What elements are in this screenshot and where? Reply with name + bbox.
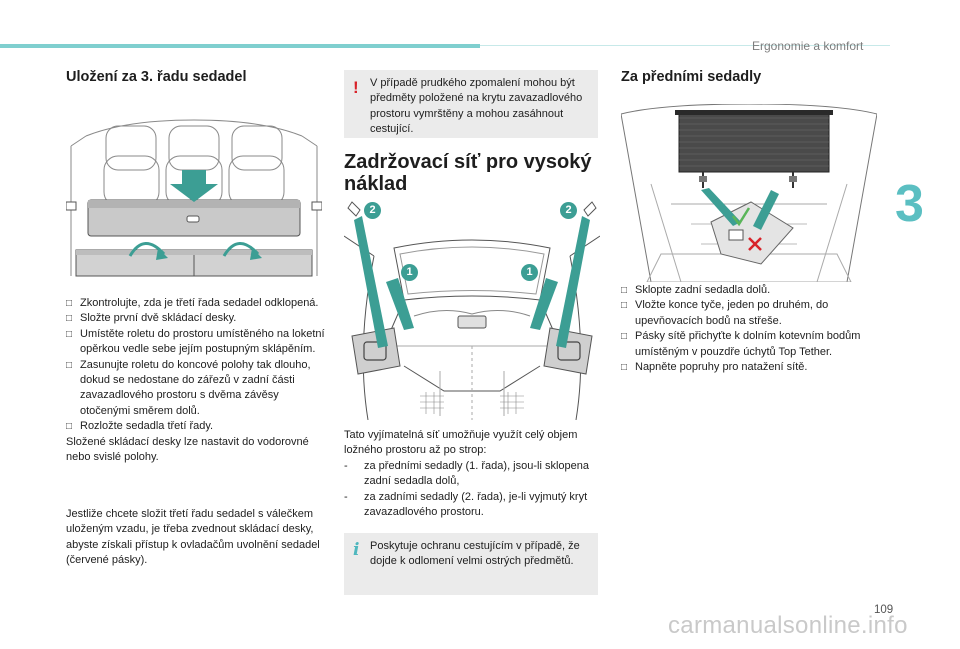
checkbox-bullet-icon: □ — [66, 298, 73, 309]
checkbox-bullet-icon: □ — [621, 300, 628, 312]
left-paragraph: Jestliže chcete složit třetí řadu sedade… — [66, 508, 320, 567]
list-item: □Vložte konce tyče, jeden po druhém, do … — [621, 299, 829, 327]
left-section-title: Uložení za 3. řadu sedadel — [66, 69, 247, 85]
callout-1-left: 1 — [401, 264, 418, 281]
checkbox-bullet-icon: □ — [66, 359, 73, 371]
callout-1-right: 1 — [521, 264, 538, 281]
checkbox-bullet-icon: □ — [621, 285, 628, 296]
list-item: □Rozložte sedadla třetí řady. — [66, 419, 328, 434]
section-label: Ergonomie a komfort — [752, 39, 864, 53]
header-divider — [480, 45, 890, 46]
callout-2-left: 2 — [364, 202, 381, 219]
page-number: 109 — [874, 604, 894, 616]
exclamation-warning-icon: ! — [353, 78, 359, 97]
middle-dash-list: -za předními sedadly (1. řada), jsou-li … — [344, 459, 600, 521]
list-item: □Zkontrolujte, zda je třetí řada sedadel… — [66, 296, 328, 311]
right-steps-list: □Sklopte zadní sedadla dolů. □Vložte kon… — [621, 283, 869, 375]
info-icon: i — [353, 540, 360, 560]
callout-2-right: 2 — [560, 202, 577, 219]
left-steps-list: □Zkontrolujte, zda je třetí řada sedadel… — [66, 296, 328, 465]
net-behind-front-seats-drawing — [621, 104, 877, 282]
cargo-net-illustration: 2 2 1 1 — [344, 196, 600, 420]
list-item: -za zadními sedadly (2. řada), je-li vyj… — [344, 490, 588, 519]
third-row-cover-illustration — [66, 116, 322, 286]
note-item: Složené skládací desky lze nastavit do v… — [66, 435, 309, 464]
middle-intro: Tato vyjímatelná síť umožňuje využít cel… — [344, 429, 578, 457]
header-accent-bar — [0, 44, 480, 48]
warning-box: ! V případě prudkého zpomalení mohou být… — [344, 70, 598, 138]
list-item: □Zasunujte roletu do koncové polohy tak … — [66, 358, 311, 417]
checkbox-bullet-icon: □ — [66, 421, 73, 433]
list-item: □Umístěte roletu do prostoru umístěného … — [66, 327, 325, 356]
checkbox-bullet-icon: □ — [621, 331, 628, 343]
third-row-cover-drawing — [66, 119, 322, 277]
checkbox-bullet-icon: □ — [66, 328, 73, 340]
warning-text: V případě prudkého zpomalení mohou být p… — [370, 77, 583, 136]
cargo-net-drawing — [344, 201, 600, 420]
list-item: □Pásky sítě přichyťte k dolním kotevním … — [621, 330, 861, 358]
info-text: Poskytuje ochranu cestujícím v případě, … — [370, 540, 580, 568]
list-item: □Sklopte zadní sedadla dolů. — [621, 283, 869, 298]
checkbox-bullet-icon: □ — [621, 362, 628, 374]
info-box: i Poskytuje ochranu cestujícím v případě… — [344, 533, 598, 595]
list-item: □Složte první dvě skládací desky. — [66, 311, 328, 326]
middle-section-title: Zadržovací síť pro vysoký náklad — [344, 151, 592, 195]
watermark: carmanualsonline.info — [668, 612, 908, 639]
list-item: □Napněte popruhy pro natažení sítě. — [621, 360, 869, 375]
net-behind-front-seats-illustration — [621, 104, 877, 282]
list-item: -za předními sedadly (1. řada), jsou-li … — [344, 460, 590, 488]
checkbox-bullet-icon: □ — [66, 313, 73, 325]
chapter-number: 3 — [895, 175, 924, 233]
right-section-title: Za předními sedadly — [621, 69, 762, 85]
